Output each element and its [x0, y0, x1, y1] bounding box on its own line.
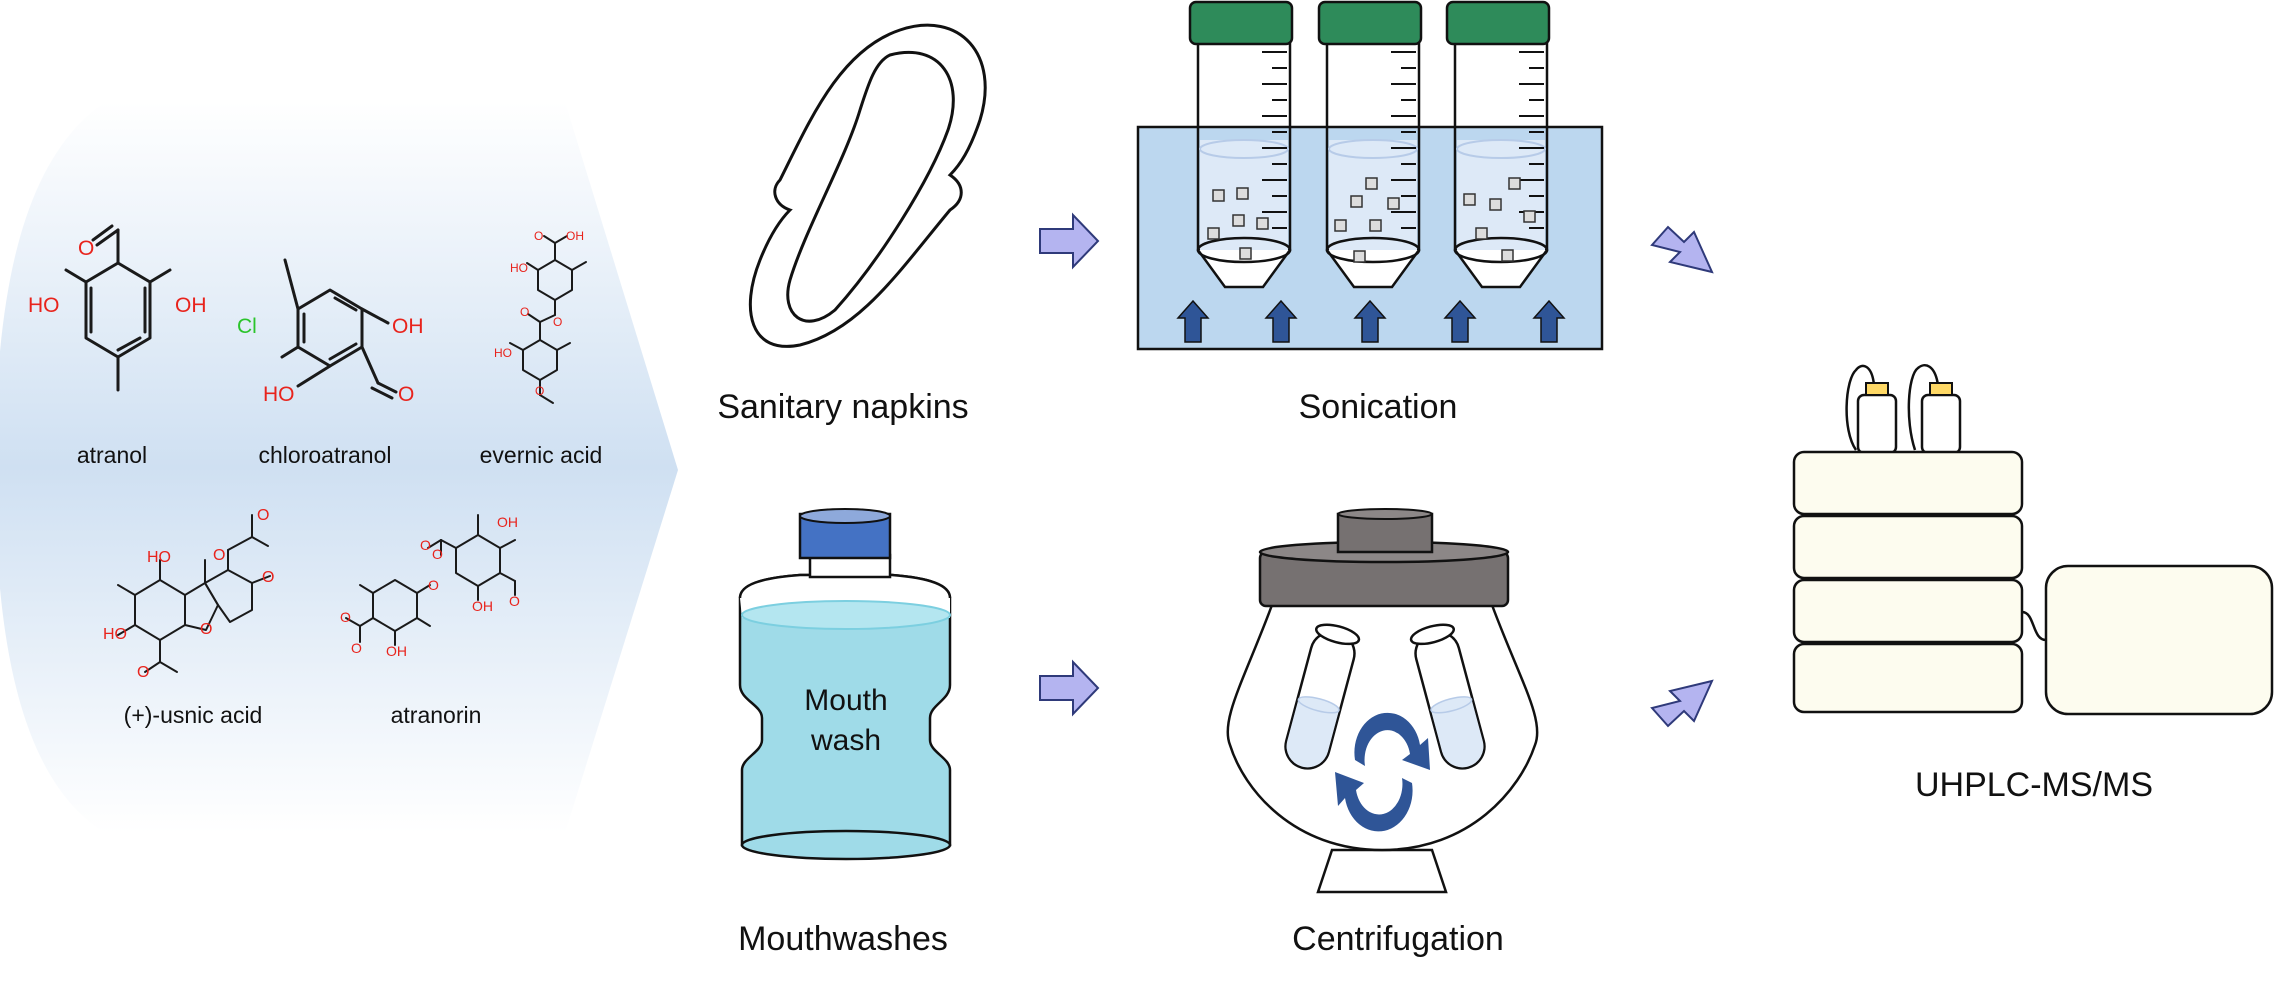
sonication-label: Sonication [1299, 388, 1458, 426]
svg-text:OH: OH [497, 514, 518, 530]
chloroatranol-oh: OH [392, 315, 424, 338]
svg-text:O: O [534, 229, 543, 243]
svg-text:OH: OH [472, 598, 493, 614]
svg-text:HO: HO [494, 346, 512, 360]
svg-text:O: O [432, 546, 443, 562]
svg-text:O: O [340, 609, 351, 625]
sanitary-napkins-label: Sanitary napkins [717, 388, 968, 426]
compound-panel: O HO OH atranol Cl OH HO O chloroatranol [0, 102, 678, 833]
svg-text:O: O [257, 507, 269, 524]
tube-3 [1445, 0, 1551, 289]
centrifuge [1226, 508, 1539, 894]
svg-text:O: O [420, 537, 431, 553]
svg-text:O: O [553, 315, 562, 329]
mouthwash-bottle: Mouth wash [738, 508, 952, 861]
mouthwashes-label: Mouthwashes [738, 920, 948, 958]
chloroatranol-ho: HO [263, 383, 295, 406]
usnic-acid-label: (+)-usnic acid [124, 702, 263, 728]
bottle-label-line1: Mouth [804, 684, 887, 717]
atranorin-label: atranorin [391, 702, 482, 728]
right-arrow-top [1039, 212, 1100, 270]
atranorin-structure: OH O O OH O O O O OH [340, 514, 520, 659]
svg-text:O: O [213, 547, 225, 564]
up-right-arrow [1650, 679, 1714, 728]
svg-text:OH: OH [386, 643, 407, 659]
atranol-o: O [78, 237, 94, 260]
svg-text:O: O [137, 664, 149, 681]
usnic-acid-structure: HO HO O O O O O [103, 507, 274, 681]
atranol-ho: HO [28, 294, 60, 317]
down-right-arrow [1650, 225, 1714, 274]
tube-2 [1317, 0, 1423, 289]
uhplc-label: UHPLC-MS/MS [1915, 766, 2153, 804]
atranol-oh: OH [175, 294, 207, 317]
sanitary-napkin-illustration [748, 23, 987, 348]
sonication-bath [1136, 0, 1604, 351]
svg-text:O: O [535, 384, 544, 398]
centrifugation-label: Centrifugation [1292, 920, 1504, 958]
svg-text:HO: HO [147, 549, 171, 566]
atranol-label: atranol [77, 442, 147, 468]
svg-text:O: O [520, 305, 529, 319]
bottle-label-line2: wash [810, 724, 881, 757]
svg-text:HO: HO [103, 626, 127, 643]
svg-text:O: O [351, 640, 362, 656]
uhplc-instrument [1792, 364, 2274, 716]
chloroatranol-cl: Cl [237, 315, 257, 338]
svg-text:HO: HO [510, 261, 528, 275]
centrifuge-tube-left [1284, 623, 1361, 770]
chloroatranol-structure: Cl OH HO O [237, 258, 424, 406]
right-arrow-bottom [1039, 659, 1100, 717]
svg-text:O: O [200, 621, 212, 638]
evernic-acid-structure: O OH HO O O HO O [494, 229, 587, 404]
atranol-structure: O HO OH [28, 224, 207, 392]
chloroatranol-label: chloroatranol [259, 442, 392, 468]
svg-text:OH: OH [566, 229, 584, 243]
svg-text:O: O [509, 593, 520, 609]
evernic-acid-label: evernic acid [480, 442, 603, 468]
rotation-icon [1335, 712, 1430, 832]
ultrasound-arrows [1176, 299, 1566, 343]
svg-text:O: O [262, 569, 274, 586]
chloroatranol-o: O [398, 383, 414, 406]
svg-text:O: O [428, 577, 439, 593]
tube-1 [1188, 0, 1294, 289]
centrifuge-tube-right [1409, 623, 1486, 770]
